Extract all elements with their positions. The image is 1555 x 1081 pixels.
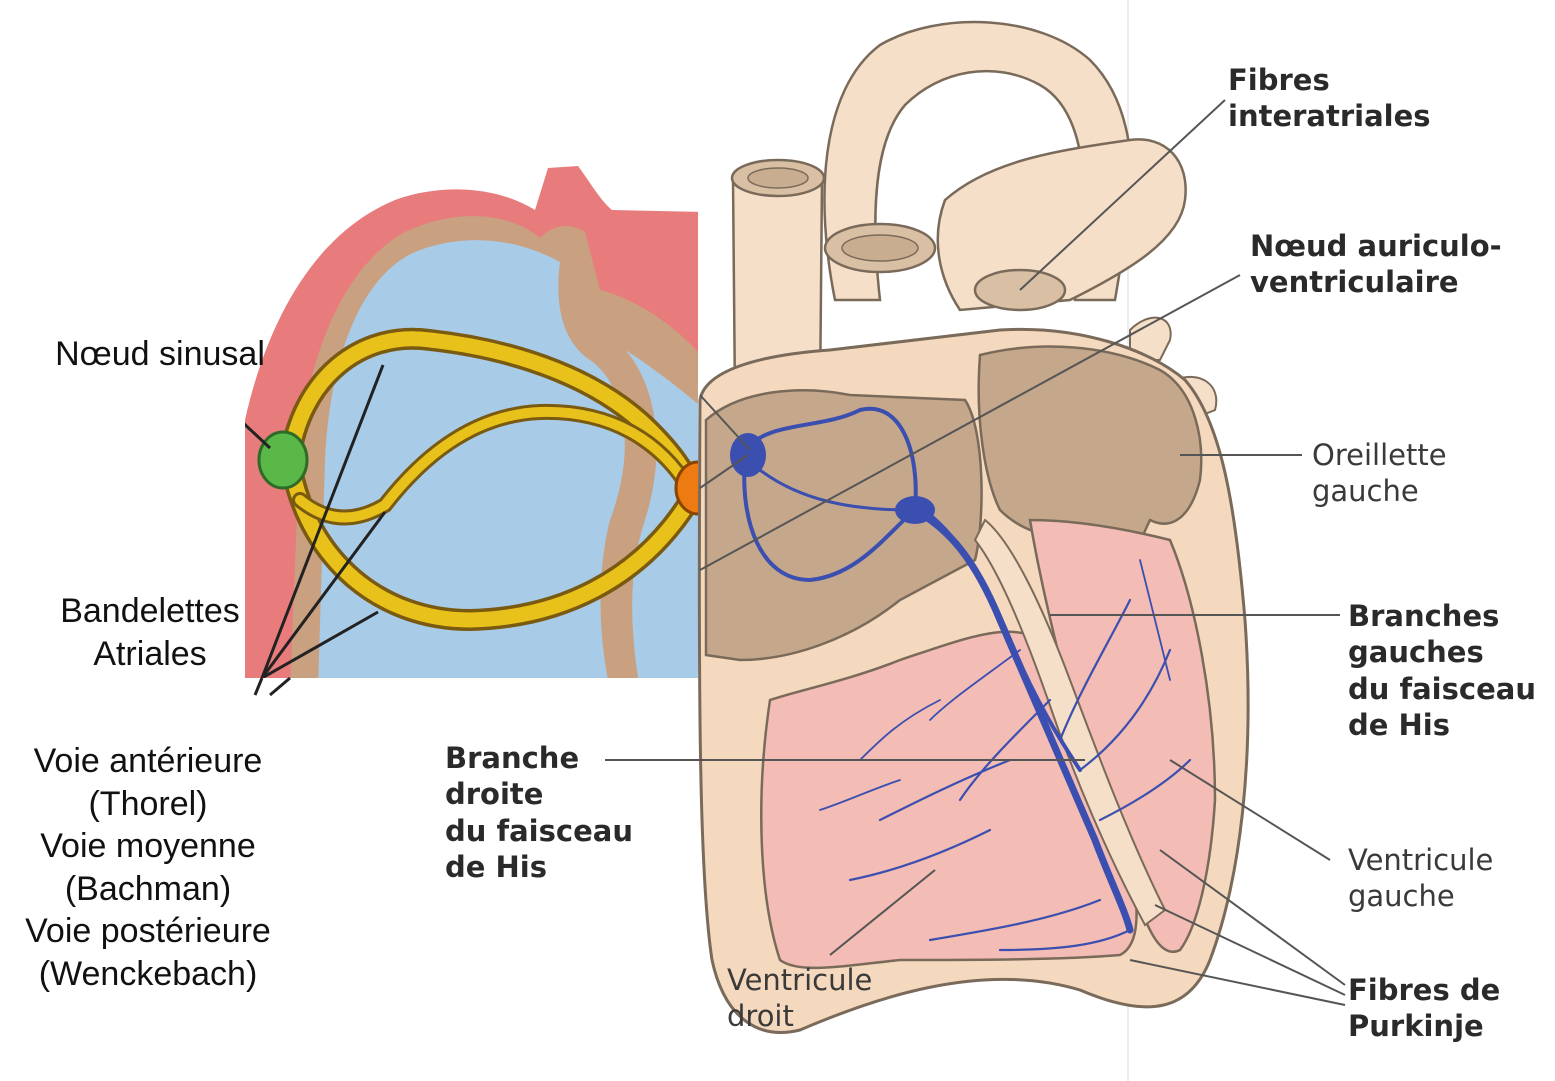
label-left-ventricle-line2: gauche <box>1348 878 1493 914</box>
label-right-bundle-line2: droite <box>445 776 633 812</box>
label-right-bundle-line1: Branche <box>445 740 633 776</box>
label-left-bundle-line4: de His <box>1348 707 1536 743</box>
label-purkinje-line1: Fibres de <box>1348 972 1500 1008</box>
label-av-node-line1: Nœud auriculo- <box>1250 228 1502 264</box>
left-leader-lines-lower <box>255 678 290 695</box>
label-atrial-bands: Bandelettes Atriales <box>30 590 270 675</box>
label-interatrial-fibers: Fibres interatriales <box>1228 62 1431 135</box>
label-pathway-anterior-name: (Thorel) <box>0 783 296 826</box>
label-av-node: Nœud auriculo- ventriculaire <box>1250 228 1502 301</box>
label-left-atrium-line2: gauche <box>1312 473 1447 509</box>
label-left-bundle-line1: Branches <box>1348 598 1536 634</box>
sinus-node <box>259 432 307 488</box>
label-pathway-anterior: Voie antérieure <box>0 740 296 783</box>
label-pathway-middle: Voie moyenne <box>0 825 296 868</box>
label-left-ventricle: Ventricule gauche <box>1348 842 1493 915</box>
label-pathway-posterior-name: (Wenckebach) <box>0 953 296 996</box>
label-sinus-node-text: Nœud sinusal <box>40 333 280 376</box>
right-panel-illustration <box>605 0 1555 1081</box>
label-right-bundle-line4: de His <box>445 849 633 885</box>
label-pathways: Voie antérieure (Thorel) Voie moyenne (B… <box>0 740 296 995</box>
label-left-bundle-line2: gauches <box>1348 634 1536 670</box>
label-purkinje-fibers: Fibres de Purkinje <box>1348 972 1500 1045</box>
label-interatrial-fibers-line1: Fibres <box>1228 62 1431 98</box>
label-right-bundle-line3: du faisceau <box>445 813 633 849</box>
label-pathway-posterior: Voie postérieure <box>0 910 296 953</box>
label-left-bundle-line3: du faisceau <box>1348 671 1536 707</box>
label-pathway-middle-name: (Bachman) <box>0 868 296 911</box>
label-purkinje-line2: Purkinje <box>1348 1008 1500 1044</box>
label-sinus-node: Nœud sinusal <box>40 333 280 376</box>
label-left-atrium: Oreillette gauche <box>1312 437 1447 510</box>
av-node-right <box>895 496 935 524</box>
label-right-ventricle-line1: Ventricule <box>727 962 872 998</box>
label-left-atrium-line1: Oreillette <box>1312 437 1447 473</box>
label-atrial-bands-line2: Atriales <box>30 633 270 676</box>
label-atrial-bands-line1: Bandelettes <box>30 590 270 633</box>
label-interatrial-fibers-line2: interatriales <box>1228 98 1431 134</box>
label-right-bundle-branch: Branche droite du faisceau de His <box>445 740 633 885</box>
label-right-ventricle-line2: droit <box>727 998 872 1034</box>
left-panel-illustration <box>210 165 720 695</box>
label-left-ventricle-line1: Ventricule <box>1348 842 1493 878</box>
label-right-ventricle: Ventricule droit <box>727 962 872 1035</box>
label-av-node-line2: ventriculaire <box>1250 264 1502 300</box>
label-left-bundle-branches: Branches gauches du faisceau de His <box>1348 598 1536 743</box>
